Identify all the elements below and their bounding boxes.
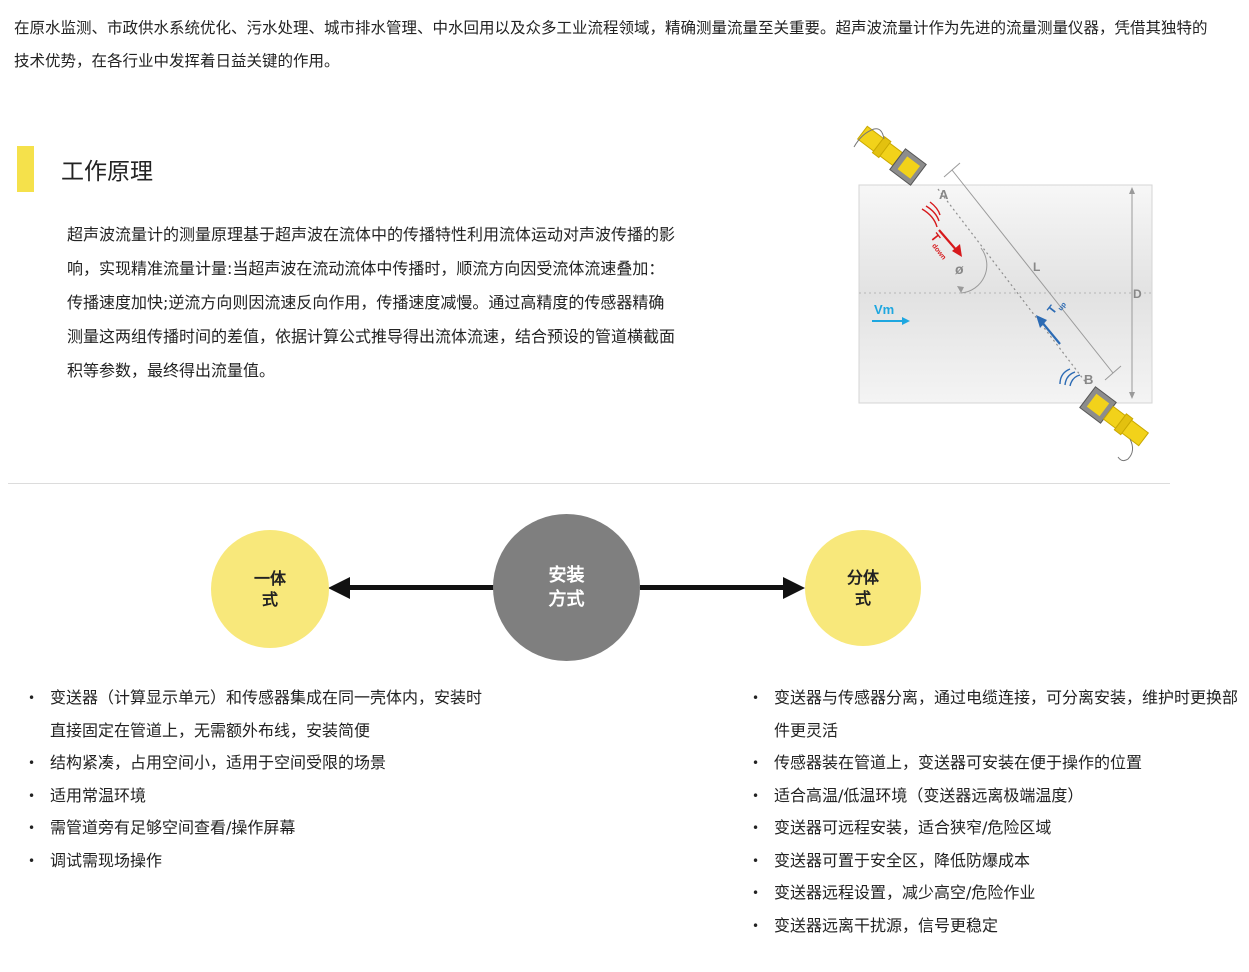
list-item: 变送器远程设置，减少高空/危险作业 (738, 877, 1238, 910)
l-label: L (1033, 260, 1040, 274)
list-item: 结构紧凑，占用空间小，适用于空间受限的场景 (14, 747, 494, 780)
list-item: 变送器可置于安全区，降低防爆成本 (738, 845, 1238, 878)
vm-label: Vm (874, 302, 894, 317)
section-accent-bar (17, 146, 34, 192)
d-label: D (1133, 287, 1142, 301)
principle-paragraph: 超声波流量计的测量原理基于超声波在流体中的传播特性利用流体运动对声波传播的影响，… (67, 225, 676, 380)
label-b: B (1084, 372, 1093, 387)
arrow-right-head (783, 577, 805, 599)
install-method-circle: 安装 方式 (493, 514, 640, 661)
l-dimension-line (951, 169, 1114, 374)
list-item: 调试需现场操作 (14, 845, 494, 878)
arrow-left-head (328, 577, 350, 599)
intro-paragraph: 在原水监测、市政供水系统优化、污水处理、城市排水管理、中水回用以及众多工业流程领… (14, 19, 1208, 70)
section-title: 工作原理 (61, 159, 153, 185)
angle-arc (960, 247, 988, 294)
sensor-b (1079, 386, 1150, 447)
pipe-body (858, 184, 1153, 404)
list-item: 适用常温环境 (14, 780, 494, 813)
install-label-line1: 安装 (548, 564, 585, 586)
integrated-label-line1: 一体 (253, 569, 286, 588)
split-features-list: 变送器与传感器分离，通过电缆连接，可分离安装，维护时更换部件更灵活 传感器装在管… (738, 682, 1238, 942)
list-item: 传感器装在管道上，变送器可安装在便于操作的位置 (738, 747, 1238, 780)
list-item: 适合高温/低温环境（变送器远离极端温度） (738, 780, 1238, 813)
arrow-left-shaft (345, 585, 494, 590)
integrated-type-circle: 一体 式 (211, 530, 329, 648)
list-item: 变送器（计算显示单元）和传感器集成在同一壳体内，安装时直接固定在管道上，无需额外… (14, 682, 494, 747)
list-item: 变送器远离干扰源，信号更稳定 (738, 910, 1238, 943)
list-item: 变送器可远程安装，适合狭窄/危险区域 (738, 812, 1238, 845)
flow-principle-diagram: D L ø Vm T down T up A B (853, 125, 1153, 462)
t-down-arrow (938, 229, 959, 253)
section-divider (8, 483, 1170, 484)
split-label-line2: 式 (854, 589, 871, 608)
phi-label: ø (955, 261, 964, 277)
split-type-circle: 分体 式 (805, 530, 921, 646)
split-label-line1: 分体 (846, 568, 879, 587)
acoustic-path (937, 188, 1088, 385)
sensor-a (856, 125, 927, 186)
install-label-line2: 方式 (548, 588, 585, 610)
list-item: 变送器与传感器分离，通过电缆连接，可分离安装，维护时更换部件更灵活 (738, 682, 1238, 747)
integrated-features-list: 变送器（计算显示单元）和传感器集成在同一壳体内，安装时直接固定在管道上，无需额外… (14, 682, 494, 877)
integrated-label-line2: 式 (261, 590, 278, 609)
t-up-arrow (1040, 320, 1061, 345)
svg-text:up: up (1057, 301, 1068, 312)
arrow-right-shaft (640, 585, 788, 590)
label-a: A (939, 187, 949, 202)
list-item: 需管道旁有足够空间查看/操作屏幕 (14, 812, 494, 845)
